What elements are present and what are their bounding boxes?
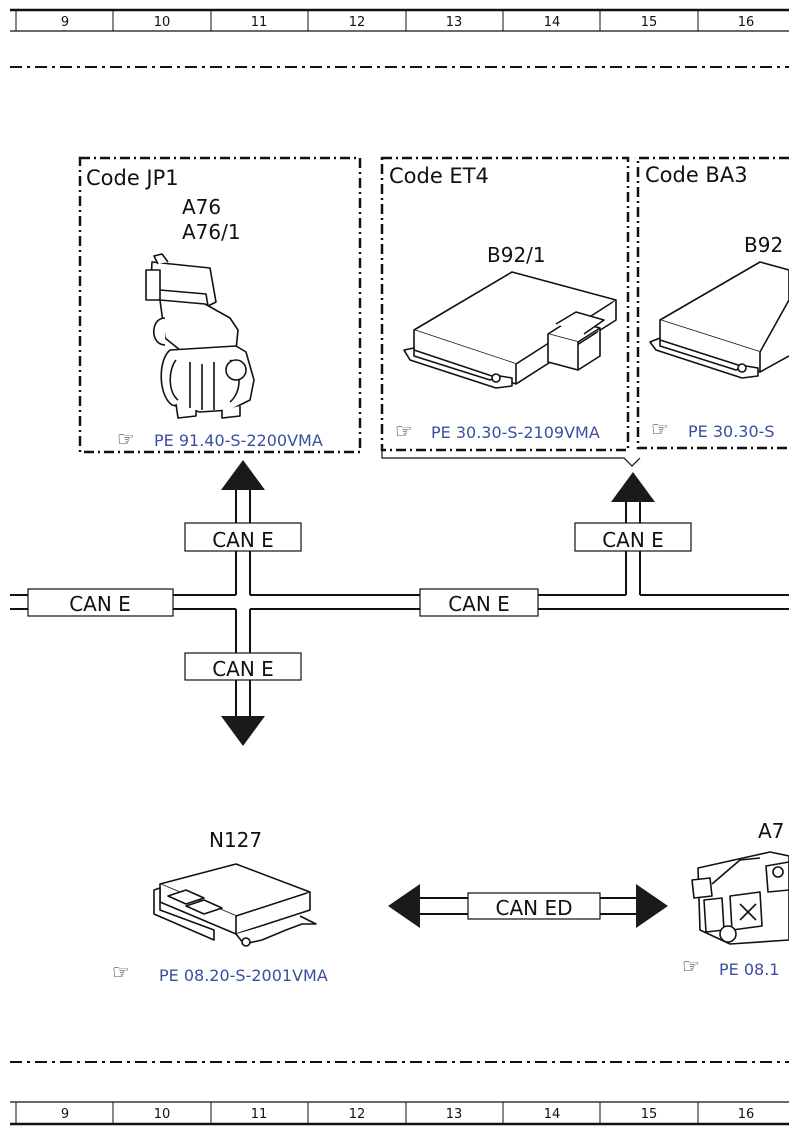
reference-link-jp1[interactable]: PE 91.40-S-2200VMA [154,431,323,450]
pointing-hand-icon: ☞ [112,960,130,984]
control-unit-illustration-n127 [153,863,317,947]
can-ed-link: CAN ED [388,884,668,928]
ruler-col-13-bottom: 13 [446,1107,463,1122]
arrow-down-lower [221,716,265,746]
component-label-a7: A7 [758,819,784,843]
code-label-jp1: Code JP1 [86,166,179,190]
pointing-hand-icon: ☞ [682,954,700,978]
control-unit-illustration-et4 [403,271,617,389]
bus-label-upper-right: CAN E [574,522,692,552]
control-unit-illustration-ba3 [649,261,789,379]
bus-label-lower: CAN E [184,652,302,681]
ruler-col-12: 12 [349,15,366,30]
ruler-col-13: 13 [446,15,463,30]
ruler-col-16: 16 [738,15,755,30]
box-code-jp1: Code JP1 A76 A76/1 ☞ PE 91.40-S-2200VMA [78,156,362,454]
reference-link-ba3[interactable]: PE 30.30-S [688,422,775,441]
box-code-et4: Code ET4 B92/1 ☞ PE 30.30-S-2109VMA [380,156,641,467]
svg-text:CAN E: CAN E [602,528,664,552]
ruler-col-15-bottom: 15 [641,1107,658,1122]
reference-link-a7[interactable]: PE 08.1 [719,960,779,979]
code-label-ba3: Code BA3 [645,163,748,187]
top-ruler: 9 10 11 12 13 14 15 16 [10,8,789,32]
component-label-n127: N127 [209,828,262,852]
bus-label-main-mid: CAN E [419,588,539,617]
code-label-et4: Code ET4 [389,164,489,188]
pointing-hand-icon: ☞ [651,417,669,441]
reference-link-et4[interactable]: PE 30.30-S-2109VMA [431,423,600,442]
ruler-col-15: 15 [641,15,658,30]
component-a7: A7 ☞ PE 08.1 [682,819,789,979]
ruler-col-14: 14 [544,15,561,30]
arrow-up-et4 [611,472,655,502]
svg-text:CAN E: CAN E [69,592,131,616]
ruler-col-10: 10 [154,15,171,30]
pump-unit-illustration [145,253,255,419]
component-label-a76: A76 [182,195,221,219]
reference-link-n127[interactable]: PE 08.20-S-2001VMA [159,966,328,985]
ruler-col-10-bottom: 10 [154,1107,171,1122]
pointing-hand-icon: ☞ [117,427,135,451]
bus-label-main-left: CAN E [27,588,174,617]
arrow-up-jp1 [221,460,265,490]
ruler-col-9-bottom: 9 [61,1107,69,1122]
arrow-right-can-ed [636,884,668,928]
component-label-b92-1: B92/1 [487,243,546,267]
component-n127: N127 ☞ PE 08.20-S-2001VMA [112,828,328,985]
bus-label-upper-left: CAN E [184,522,302,552]
bus-label-can-ed: CAN ED [495,896,572,920]
svg-text:CAN E: CAN E [448,592,510,616]
ruler-col-12-bottom: 12 [349,1107,366,1122]
ruler-col-11-bottom: 11 [251,1107,268,1122]
svg-text:CAN E: CAN E [212,528,274,552]
ruler-col-9: 9 [61,15,69,30]
svg-text:CAN E: CAN E [212,657,274,681]
arrow-left-can-ed [388,884,420,928]
ruler-col-14-bottom: 14 [544,1107,561,1122]
module-illustration-a7 [691,851,789,945]
ruler-col-11: 11 [251,15,268,30]
component-label-b92: B92 [744,233,783,257]
box-code-ba3: Code BA3 B92 ☞ PE 30.30-S [636,156,789,450]
pointing-hand-icon: ☞ [395,419,413,443]
ruler-col-16-bottom: 16 [738,1107,755,1122]
bottom-ruler: 9 10 11 12 13 14 15 16 [10,1101,789,1126]
component-label-a76-1: A76/1 [182,220,241,244]
